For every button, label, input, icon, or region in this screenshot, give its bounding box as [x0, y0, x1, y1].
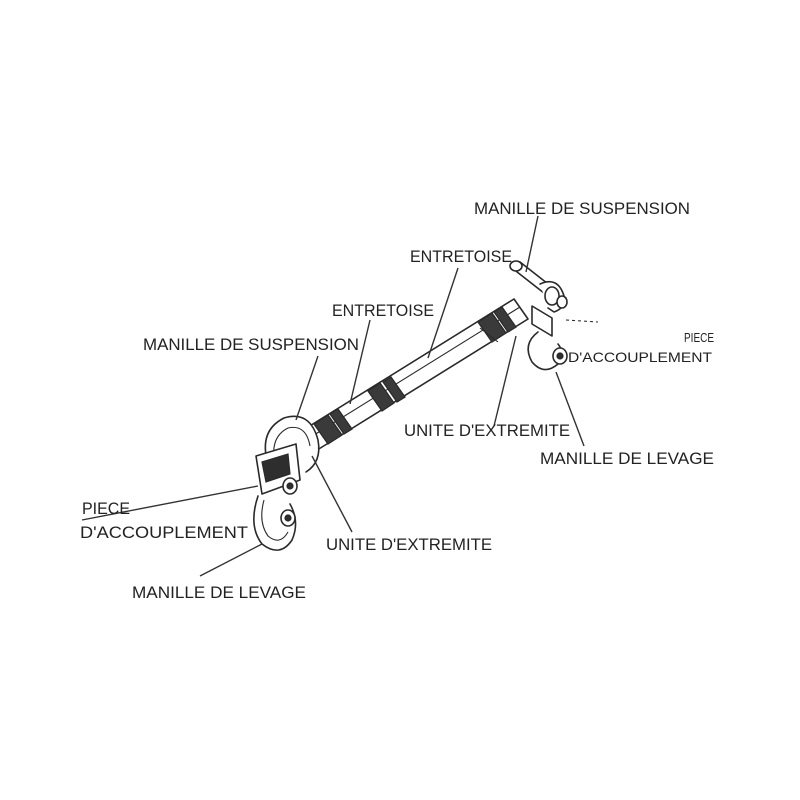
end-unit-left — [313, 408, 353, 445]
label-entretoise-right: ENTRETOISE — [410, 247, 512, 266]
label-unite-left: UNITE D'EXTREMITE — [326, 535, 492, 554]
label-piece-left-line2: D'ACCOUPLEMENT — [80, 523, 248, 542]
spacer-joint-middle — [367, 376, 406, 412]
end-unit-right — [477, 306, 517, 343]
label-levage-left: MANILLE DE LEVAGE — [132, 583, 306, 602]
label-levage-right: MANILLE DE LEVAGE — [540, 449, 714, 468]
label-manille-suspension-left: MANILLE DE SUSPENSION — [143, 335, 359, 354]
label-unite-right: UNITE D'EXTREMITE — [404, 421, 570, 440]
left-end-hardware — [253, 415, 320, 551]
label-manille-suspension-right: MANILLE DE SUSPENSION — [474, 199, 690, 218]
right-end-hardware — [509, 260, 599, 371]
label-piece-right-line2: D'ACCOUPLEMENT — [568, 349, 712, 365]
labels: MANILLE DE SUSPENSION ENTRETOISE ENTRETO… — [80, 199, 714, 602]
label-piece-left-line1: PIECE — [82, 499, 130, 518]
label-entretoise-left: ENTRETOISE — [332, 301, 434, 320]
label-piece-right-line1: PIECE — [684, 330, 714, 345]
leader-lines — [81, 215, 585, 577]
